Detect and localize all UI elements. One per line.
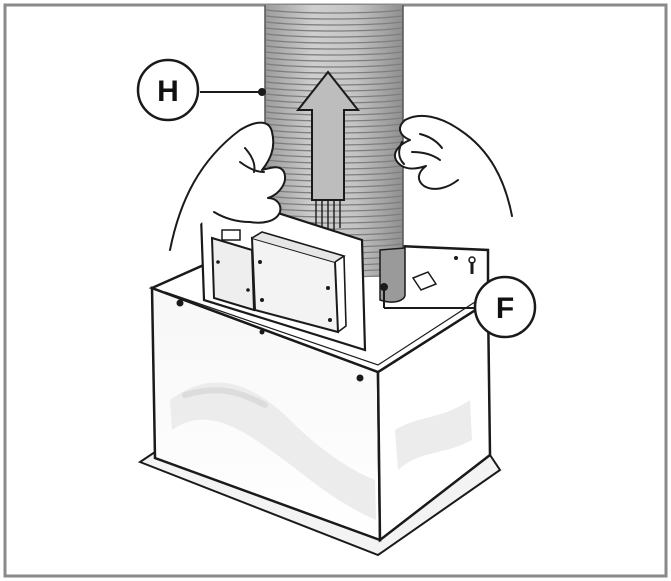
callout-f-label: F [496,292,514,325]
duct-rib [265,63,403,68]
duct-rib [265,9,403,14]
screw [259,329,265,335]
screw [356,374,364,382]
duct-rib [265,57,403,62]
duct-rib [265,39,403,44]
right-hand [394,114,513,217]
callout-h: H [136,58,266,122]
duct-rib [265,27,403,32]
callout-h-label: H [157,75,179,108]
duct-rib [265,51,403,56]
callout-f: F [383,275,537,339]
duct-rib [265,33,403,38]
screw [176,299,184,307]
direction-arrow-up-icon [295,70,361,230]
duct-rib [265,69,403,74]
duct-rib [265,45,403,50]
duct-rib [265,21,403,26]
hood-body [137,238,502,557]
duct-rib [265,15,403,20]
control-panel-plate [198,186,367,352]
left-hand [169,121,286,251]
